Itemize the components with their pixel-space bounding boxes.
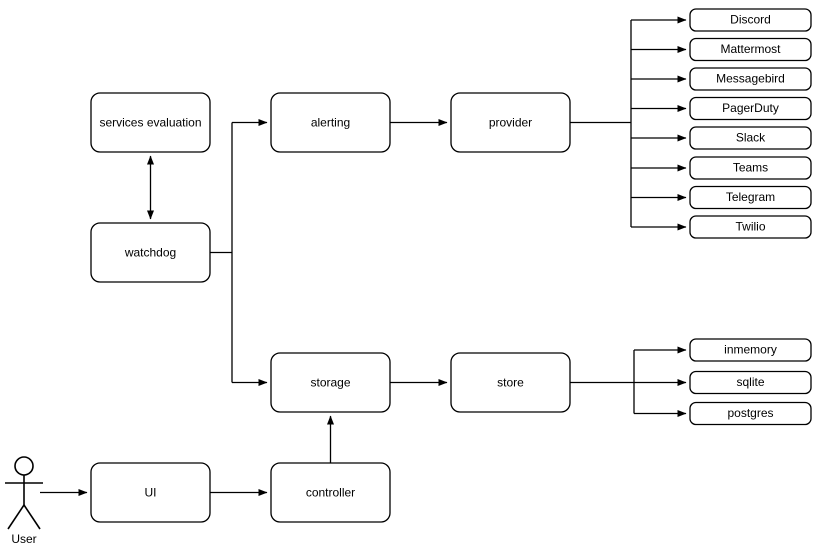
- node-label-services-evaluation: services evaluation: [99, 116, 201, 130]
- leaf-label-pagerduty: PagerDuty: [722, 101, 779, 115]
- leaf-label-mattermost: Mattermost: [720, 42, 781, 56]
- leaf-postgres[interactable]: postgres: [689, 401, 812, 426]
- leaf-label-teams: Teams: [733, 161, 768, 175]
- actor-head-icon: [14, 456, 34, 476]
- node-label-watchdog: watchdog: [124, 246, 176, 260]
- node-watchdog[interactable]: watchdog: [90, 222, 211, 283]
- leaf-label-twilio: Twilio: [735, 220, 765, 234]
- node-ui[interactable]: UI: [90, 462, 211, 523]
- leaf-messagebird[interactable]: Messagebird: [689, 67, 812, 91]
- leaf-label-inmemory: inmemory: [724, 343, 777, 357]
- actor-user[interactable]: User: [5, 456, 43, 546]
- leaf-pagerduty[interactable]: PagerDuty: [689, 96, 812, 121]
- node-provider[interactable]: provider: [450, 92, 571, 153]
- node-services-evaluation[interactable]: services evaluation: [90, 92, 211, 153]
- node-label-ui: UI: [145, 486, 157, 500]
- leaf-telegram[interactable]: Telegram: [689, 185, 812, 210]
- actor-right-leg-icon: [23, 504, 41, 530]
- leaf-label-sqlite: sqlite: [736, 375, 764, 389]
- leaf-label-telegram: Telegram: [726, 190, 775, 204]
- leaf-label-discord: Discord: [730, 13, 771, 27]
- node-label-provider: provider: [489, 116, 532, 130]
- actor-label-user: User: [11, 532, 36, 546]
- actor-left-leg-icon: [7, 504, 25, 530]
- leaf-discord[interactable]: Discord: [689, 8, 812, 32]
- leaf-inmemory[interactable]: inmemory: [689, 338, 812, 362]
- node-store[interactable]: store: [450, 352, 571, 413]
- leaf-teams[interactable]: Teams: [689, 156, 812, 180]
- node-label-storage: storage: [310, 376, 350, 390]
- leaf-label-postgres: postgres: [727, 406, 773, 420]
- leaf-label-slack: Slack: [736, 131, 766, 145]
- leaf-label-messagebird: Messagebird: [716, 72, 785, 86]
- leaf-slack[interactable]: Slack: [689, 126, 812, 150]
- node-label-controller: controller: [306, 486, 355, 500]
- node-alerting[interactable]: alerting: [270, 92, 391, 153]
- node-controller[interactable]: controller: [270, 462, 391, 523]
- node-label-store: store: [497, 376, 524, 390]
- node-storage[interactable]: storage: [270, 352, 391, 413]
- leaf-mattermost[interactable]: Mattermost: [689, 37, 812, 62]
- leaf-twilio[interactable]: Twilio: [689, 215, 812, 239]
- node-label-alerting: alerting: [311, 116, 350, 130]
- leaf-sqlite[interactable]: sqlite: [689, 370, 812, 395]
